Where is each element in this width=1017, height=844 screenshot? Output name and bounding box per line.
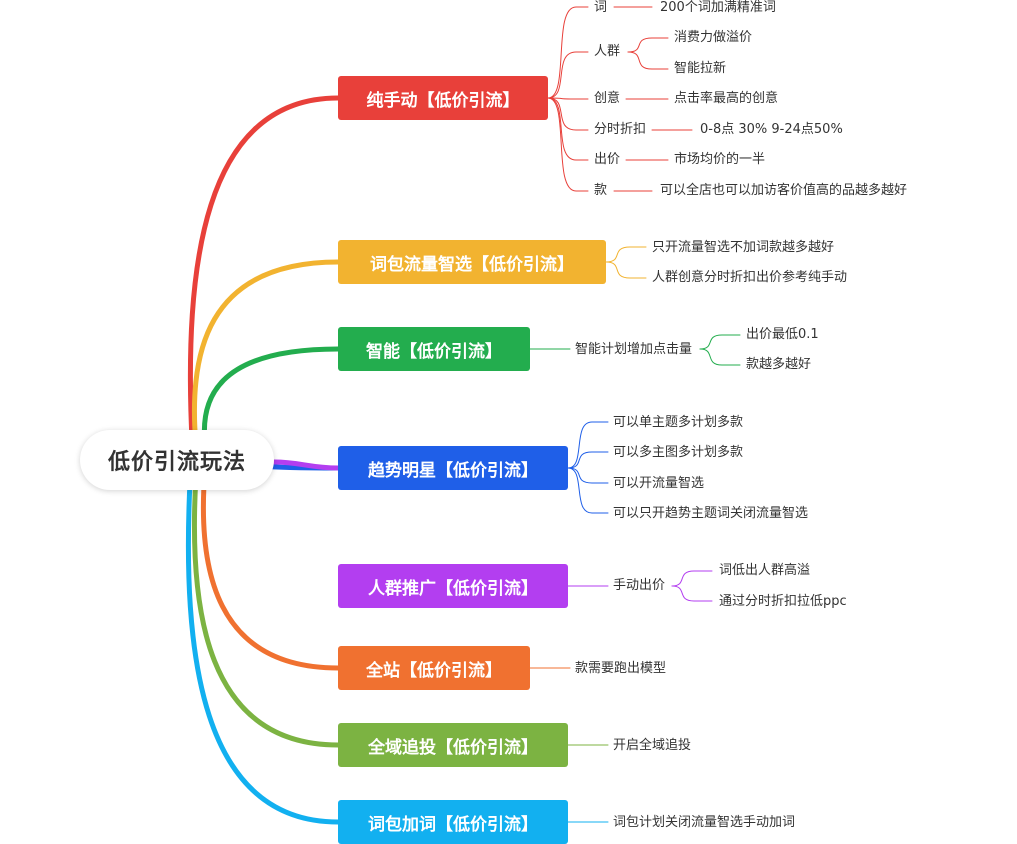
branch-connector-0 xyxy=(187,95,341,443)
manual-bracket-2 xyxy=(547,97,589,100)
trend-note-2[interactable]: 可以多主图多计划多款 xyxy=(613,445,744,460)
smart-plan-bid[interactable]: 出价最低0.1 xyxy=(746,327,819,342)
manual-timeshare-detail[interactable]: 0-8点 30% 9-24点50% xyxy=(700,122,843,137)
branch-connector-1 xyxy=(191,259,341,448)
branch-connector-6 xyxy=(191,473,341,748)
crowd-bid-detail-1[interactable]: 词低出人群高溢 xyxy=(719,563,811,578)
branch-manual[interactable]: 纯手动【低价引流】 xyxy=(338,76,548,120)
manual-bracket-4 xyxy=(547,97,589,161)
manual-creative[interactable]: 创意 xyxy=(594,91,621,106)
branch-global-retarget[interactable]: 全域追投【低价引流】 xyxy=(338,723,568,767)
crowd-manual-bid[interactable]: 手动出价 xyxy=(613,578,666,593)
trend-bracket-0 xyxy=(567,421,609,469)
crowd-bid-bracket-1 xyxy=(671,585,713,602)
smart-plan[interactable]: 智能计划增加点击量 xyxy=(575,342,693,357)
branch-crowd-promo[interactable]: 人群推广【低价引流】 xyxy=(338,564,568,608)
manual-items-detail[interactable]: 可以全店也可以加访客价值高的品越多越好 xyxy=(660,183,908,198)
manual-words-detail[interactable]: 200个词加满精准词 xyxy=(660,0,776,15)
manual-crowd-premium[interactable]: 消费力做溢价 xyxy=(674,30,753,45)
smart-plan-bracket-1 xyxy=(699,348,741,366)
trend-note-4[interactable]: 可以只开趋势主题词关闭流量智选 xyxy=(613,506,809,521)
manual-bracket-5 xyxy=(547,97,589,192)
wordpack-smart-bracket-0 xyxy=(605,246,647,263)
manual-bracket-0 xyxy=(547,6,589,99)
crowd-bid-detail-2[interactable]: 通过分时折扣拉低ppc xyxy=(719,594,847,609)
branch-smart[interactable]: 智能【低价引流】 xyxy=(338,327,530,371)
global-retarget-note[interactable]: 开启全域追投 xyxy=(613,738,692,753)
trend-bracket-3 xyxy=(567,467,609,514)
manual-items[interactable]: 款 xyxy=(594,183,608,198)
manual-bracket-3 xyxy=(547,97,589,131)
branch-connector-5 xyxy=(200,467,341,671)
smart-plan-items[interactable]: 款越多越好 xyxy=(746,357,812,372)
root-topic[interactable]: 低价引流玩法 xyxy=(80,430,274,490)
branch-trend-star[interactable]: 趋势明星【低价引流】 xyxy=(338,446,568,490)
full-site-note[interactable]: 款需要跑出模型 xyxy=(575,661,667,676)
crowd-bid-bracket-0 xyxy=(671,570,713,587)
wordpack-smart-note-1[interactable]: 只开流量智选不加词款越多越好 xyxy=(652,240,835,255)
manual-crowd-bracket-1 xyxy=(627,51,669,70)
manual-crowd-bracket-0 xyxy=(627,37,669,53)
trend-note-3[interactable]: 可以开流量智选 xyxy=(613,476,705,491)
branch-full-site[interactable]: 全站【低价引流】 xyxy=(338,646,530,690)
manual-creative-detail[interactable]: 点击率最高的创意 xyxy=(674,91,779,106)
smart-plan-bracket-0 xyxy=(699,334,741,350)
trend-bracket-1 xyxy=(567,451,609,469)
branch-connector-7 xyxy=(185,479,341,825)
trend-bracket-2 xyxy=(567,467,609,484)
manual-crowd-newcomer[interactable]: 智能拉新 xyxy=(674,61,727,76)
wordpack-smart-note-2[interactable]: 人群创意分时折扣出价参考纯手动 xyxy=(652,270,848,285)
branch-connector-4 xyxy=(271,459,341,471)
branch-wordpack-smart[interactable]: 词包流量智选【低价引流】 xyxy=(338,240,606,284)
manual-crowd[interactable]: 人群 xyxy=(594,44,621,59)
branch-wordpack-add[interactable]: 词包加词【低价引流】 xyxy=(338,800,568,844)
manual-words[interactable]: 词 xyxy=(594,0,608,15)
manual-bid-detail[interactable]: 市场均价的一半 xyxy=(674,152,766,167)
trend-note-1[interactable]: 可以单主题多计划多款 xyxy=(613,415,744,430)
wordpack-add-note[interactable]: 词包计划关闭流量智选手动加词 xyxy=(613,815,796,830)
manual-bracket-1 xyxy=(547,51,589,99)
manual-bid[interactable]: 出价 xyxy=(594,152,621,167)
manual-timeshare[interactable]: 分时折扣 xyxy=(594,122,647,137)
wordpack-smart-bracket-1 xyxy=(605,261,647,279)
